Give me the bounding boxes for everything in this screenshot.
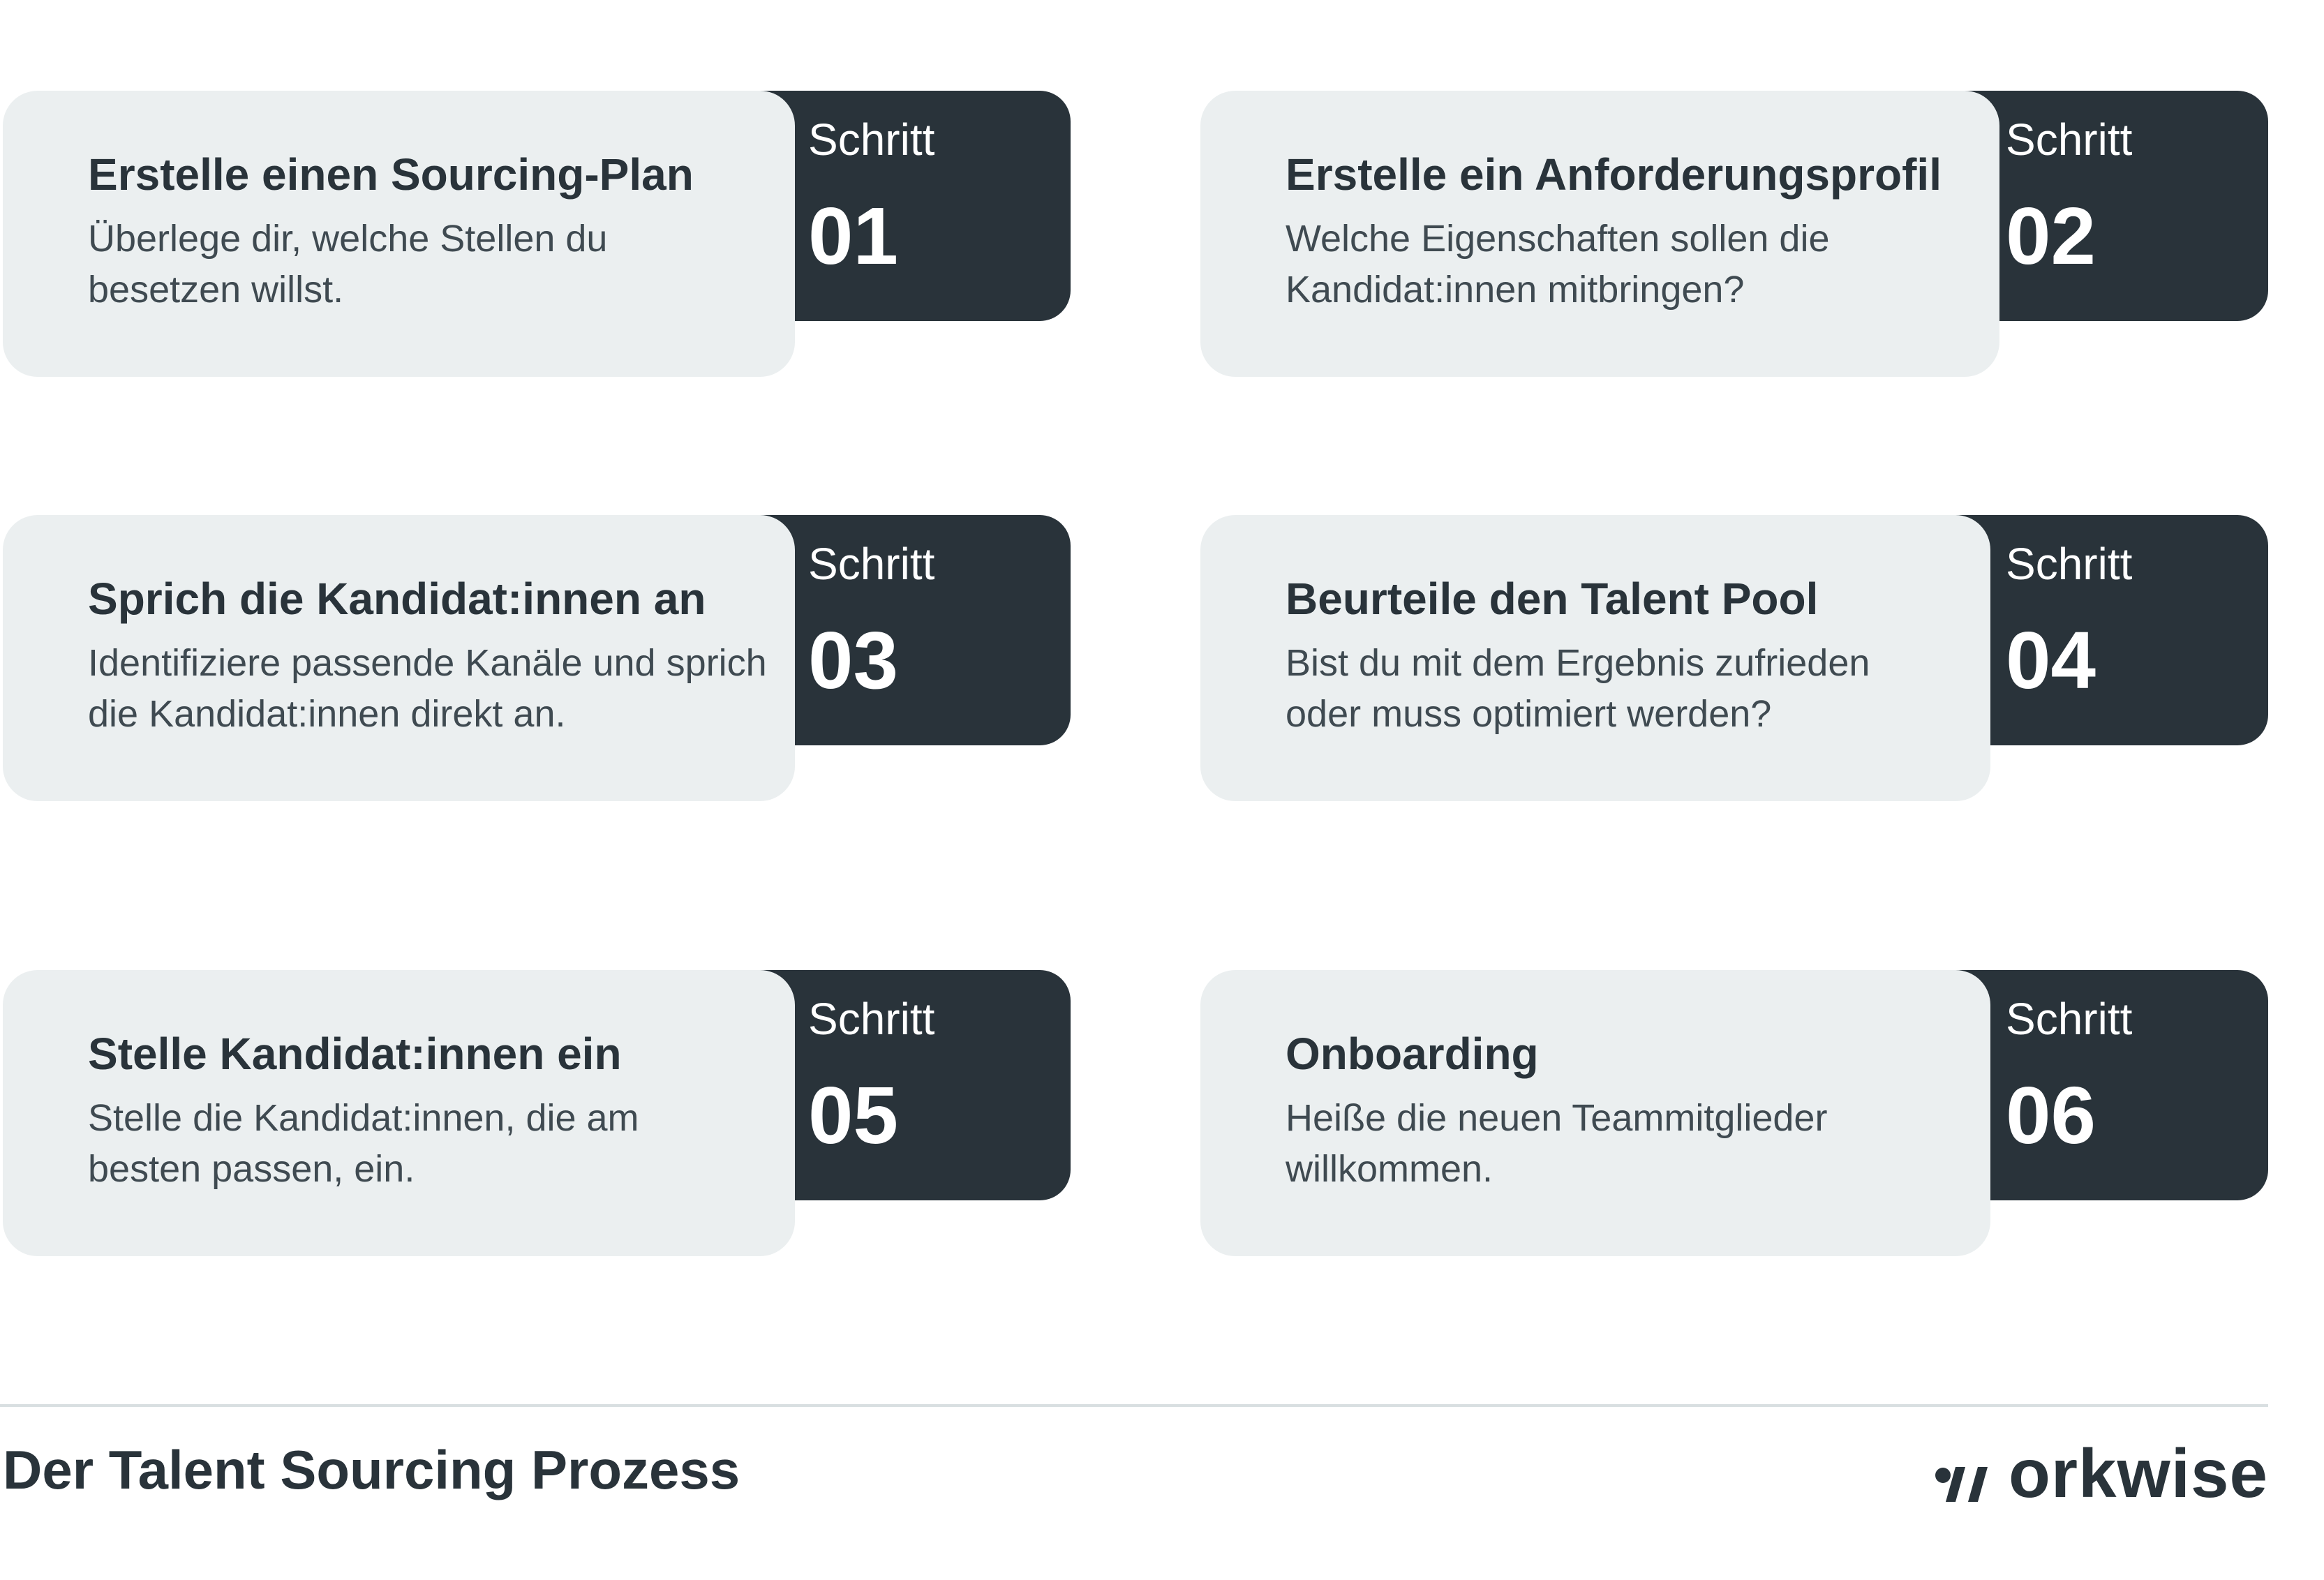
step-6: Schritt 06 Onboarding Heiße die neuen Te… [1200,970,2268,1256]
step-badge-label: Schritt [808,114,935,165]
step-badge-label: Schritt [2006,114,2133,165]
step-description: Identifiziere passende Kanäle und sprich… [88,642,767,735]
step-number: 02 [2006,191,2096,281]
step-card: Beurteile den Talent Pool Bist du mit de… [1200,515,1990,801]
step-title: Sprich die Kandidat:innen an [88,574,706,624]
step-description: Stelle die Kandidat:innen, die am besten… [88,1097,639,1190]
step-badge-label: Schritt [2006,994,2133,1044]
step-card: Stelle Kandidat:innen ein Stelle die Kan… [3,970,795,1256]
step-badge-label: Schritt [808,994,935,1044]
step-description: Bist du mit dem Ergebnis zufrieden oder … [1286,642,1870,735]
step-number: 06 [2006,1070,2096,1161]
step-description: Heiße die neuen Teammitglieder willkomme… [1286,1097,1828,1190]
step-title: Stelle Kandidat:innen ein [88,1029,622,1079]
step-1: Schritt 01 Erstelle einen Sourcing-Plan … [3,91,1071,377]
step-4: Schritt 04 Beurteile den Talent Pool Bis… [1200,515,2268,801]
step-number: 05 [808,1070,899,1161]
step-description: Überlege dir, welche Stellen du besetzen… [88,218,608,311]
step-title: Erstelle ein Anforderungsprofil [1286,149,1942,200]
step-5: Schritt 05 Stelle Kandidat:innen ein Ste… [3,970,1071,1256]
step-number: 04 [2006,615,2096,706]
step-card: Erstelle ein Anforderungsprofil Welche E… [1200,91,1999,377]
step-number: 03 [808,615,899,706]
step-number: 01 [808,191,899,281]
step-badge-label: Schritt [2006,539,2133,589]
step-card: Sprich die Kandidat:innen an Identifizie… [3,515,795,801]
step-badge-label: Schritt [808,539,935,589]
step-2: Schritt 02 Erstelle ein Anforderungsprof… [1200,91,2268,377]
workwise-logo: orkwise [1935,1439,2268,1507]
step-title: Onboarding [1286,1029,1539,1079]
step-card: Erstelle einen Sourcing-Plan Überlege di… [3,91,795,377]
step-3: Schritt 03 Sprich die Kandidat:innen an … [3,515,1071,801]
logo-text: orkwise [2009,1435,2268,1512]
footer-title: Der Talent Sourcing Prozess [3,1439,740,1500]
step-card: Onboarding Heiße die neuen Teammitgliede… [1200,970,1990,1256]
step-title: Erstelle einen Sourcing-Plan [88,149,694,200]
workwise-w-icon [1935,1467,1988,1502]
footer-divider [0,1404,2268,1407]
step-title: Beurteile den Talent Pool [1286,574,1819,624]
step-description: Welche Eigenschaften sollen die Kandidat… [1286,218,1830,311]
